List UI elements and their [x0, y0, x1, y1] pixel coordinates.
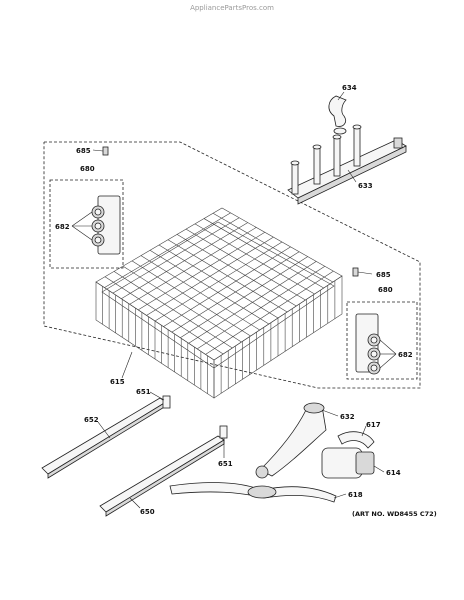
callout-652: 652: [84, 416, 99, 424]
callout-685-right: 685: [376, 271, 391, 279]
rail-stop-651-upper: [162, 395, 171, 409]
rack-wire: [163, 246, 291, 327]
rack-wire: [167, 239, 288, 313]
roller-bracket-left: [91, 195, 121, 255]
tube-617: [337, 431, 375, 449]
clip-685-right: [352, 267, 359, 277]
callout-617: 617: [366, 421, 381, 429]
housing-614: [321, 447, 375, 479]
rack-wire: [171, 251, 300, 333]
hose-connector-634: [328, 95, 347, 135]
rail-652: [41, 397, 167, 479]
callout-680-left: 680: [80, 165, 95, 173]
feed-tube-632: [255, 402, 327, 479]
art-number: (ART NO. WD8455 C72): [352, 510, 437, 518]
rail-stop-651-lower: [219, 425, 228, 439]
callout-615: 615: [110, 378, 125, 386]
rack-wire: [188, 261, 317, 344]
rack-wire: [176, 234, 297, 307]
callout-685-left: 685: [76, 147, 91, 155]
left-detail-box: [49, 179, 124, 269]
rack-wire: [185, 228, 306, 301]
right-detail-box: [346, 301, 418, 380]
rail-650: [99, 435, 225, 517]
rack-wire: [203, 218, 324, 289]
callout-618: 618: [348, 491, 363, 499]
rack-wire: [194, 223, 315, 295]
callout-651-upper: 651: [136, 388, 151, 396]
clip-685-left: [102, 146, 109, 156]
rack-wire: [196, 266, 326, 350]
rack-wire: [154, 241, 283, 322]
rack-wire: [212, 213, 334, 283]
rack-wire: [180, 256, 308, 338]
leader-lines: [71, 91, 397, 509]
callout-650: 650: [140, 508, 155, 516]
callout-651-lower: 651: [218, 460, 233, 468]
upper-rack-615: [95, 207, 343, 399]
callout-634: 634: [342, 84, 357, 92]
spray-manifold-633: [287, 124, 407, 205]
callout-682-right: 682: [398, 351, 413, 359]
callout-680-right: 680: [378, 286, 393, 294]
roller-bracket-right: [355, 313, 381, 375]
callout-632: 632: [340, 413, 355, 421]
spray-arm-618: [169, 482, 337, 503]
callout-682-left: 682: [55, 223, 70, 231]
watermark: AppliancePartsPros.com: [190, 4, 274, 12]
rack-wire: [205, 270, 334, 355]
callout-633: 633: [358, 182, 373, 190]
callout-614: 614: [386, 469, 401, 477]
assembly-outline: [43, 141, 421, 389]
